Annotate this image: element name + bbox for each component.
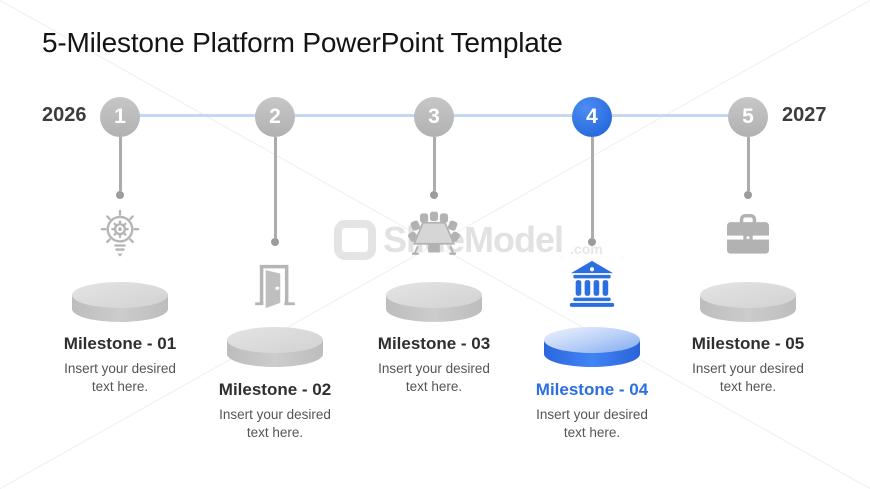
milestone-2-platform[interactable] — [225, 326, 325, 368]
milestone-column-4: 4 — [512, 97, 672, 477]
milestone-column-5: 5 Milestone - 05 Insert your desired tex… — [668, 97, 828, 477]
milestone-1-label[interactable]: Milestone - 01 — [63, 334, 177, 353]
milestone-4-description[interactable]: Insert your desired text here. — [536, 407, 648, 441]
milestone-5-label[interactable]: Milestone - 05 — [691, 334, 805, 353]
milestone-column-2: 2 Milestone - 02 Insert your desired tex… — [195, 97, 355, 477]
milestone-4-platform[interactable] — [542, 326, 642, 368]
slidemodel-logo-icon — [334, 220, 376, 260]
milestone-4-label[interactable]: Milestone - 04 — [535, 380, 649, 399]
milestone-column-3: 3 — [354, 97, 514, 477]
milestone-2-description[interactable]: Insert your desired text here. — [219, 407, 331, 441]
milestone-2-drop-dot — [271, 238, 279, 246]
milestone-5-drop-dot — [744, 191, 752, 199]
briefcase-icon[interactable] — [720, 207, 776, 263]
milestone-3-label[interactable]: Milestone - 03 — [377, 334, 491, 353]
milestone-5-description[interactable]: Insert your desired text here. — [692, 361, 804, 395]
milestone-3-circle[interactable]: 3 — [414, 97, 454, 137]
open-door-icon[interactable] — [247, 255, 303, 311]
idea-gear-bulb-icon[interactable] — [92, 207, 148, 263]
bank-building-icon[interactable] — [564, 255, 620, 311]
milestone-1-platform[interactable] — [70, 281, 170, 323]
milestone-4-drop-line — [590, 137, 594, 238]
year-end-label[interactable]: 2027 — [782, 104, 827, 126]
milestone-1-description[interactable]: Insert your desired text here. — [64, 361, 176, 395]
milestone-1-drop-dot — [116, 191, 124, 199]
milestone-5-circle[interactable]: 5 — [728, 97, 768, 137]
meeting-table-icon[interactable] — [406, 207, 462, 263]
milestone-4-circle[interactable]: 4 — [572, 97, 612, 137]
milestone-5-drop-line — [746, 137, 750, 191]
milestone-3-drop-line — [432, 137, 436, 191]
milestone-4-drop-dot — [588, 238, 596, 246]
milestone-3-platform[interactable] — [384, 281, 484, 323]
milestone-column-1: 1 — [40, 97, 200, 477]
milestone-3-description[interactable]: Insert your desired text here. — [378, 361, 490, 395]
milestone-5-platform[interactable] — [698, 281, 798, 323]
milestone-1-circle[interactable]: 1 — [100, 97, 140, 137]
milestone-2-label[interactable]: Milestone - 02 — [218, 380, 332, 399]
page-title[interactable]: 5-Milestone Platform PowerPoint Template — [42, 27, 563, 58]
milestone-2-drop-line — [273, 137, 277, 238]
milestone-2-circle[interactable]: 2 — [255, 97, 295, 137]
milestone-3-drop-dot — [430, 191, 438, 199]
year-start-label[interactable]: 2026 — [42, 104, 87, 126]
milestone-1-drop-line — [118, 137, 122, 191]
